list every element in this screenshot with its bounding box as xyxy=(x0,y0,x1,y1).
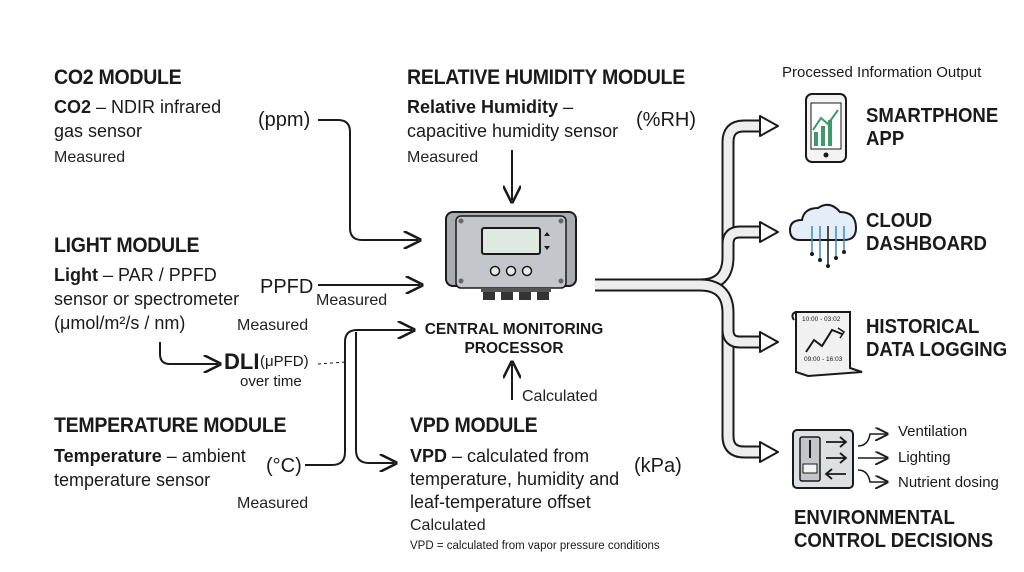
processor-device-icon xyxy=(445,211,577,300)
dli-unit: (μPFD) xyxy=(260,353,309,370)
co2-description: CO2 – NDIR infrared xyxy=(54,95,221,119)
rh-unit: (%RH) xyxy=(636,109,696,131)
vpd-module-title: VPD MODULE xyxy=(410,414,538,437)
light-arrow-label: Measured xyxy=(316,292,388,309)
smartphone-line-2: APP xyxy=(866,128,905,150)
light-status: Measured xyxy=(237,317,309,334)
co2-connector xyxy=(318,119,418,240)
smartphone-icon xyxy=(805,93,847,163)
co2-desc-2: gas sensor xyxy=(54,121,143,141)
light-desc-2: sensor or spectrometer xyxy=(54,289,240,309)
dli-name: DLI xyxy=(224,349,260,374)
action-lighting: Lighting xyxy=(898,449,951,466)
rh-name: Relative Humidity xyxy=(407,97,559,117)
vpd-desc-3: leaf-temperature offset xyxy=(410,492,591,512)
vpd-footnote: VPD = calculated from vapor pressure con… xyxy=(410,540,660,552)
light-name: Light xyxy=(54,265,98,285)
vpd-desc-1: – calculated from xyxy=(452,446,590,466)
vpd-name: VPD xyxy=(410,446,448,466)
control-label: ENVIRONMENTAL CONTROL DECISIONS xyxy=(794,507,993,553)
rh-status: Measured xyxy=(407,149,479,166)
light-module-title: LIGHT MODULE xyxy=(54,234,200,257)
rh-description: Relative Humidity – xyxy=(407,95,573,119)
temp-connector xyxy=(305,330,412,466)
control-line-2: CONTROL DECISIONS xyxy=(794,530,994,552)
temp-desc-2: temperature sensor xyxy=(54,470,211,490)
rh-module-title: RELATIVE HUMIDITY MODULE xyxy=(407,66,685,89)
processor-line-2: PROCESSOR xyxy=(464,340,564,357)
pipe-arrowheads xyxy=(759,115,779,463)
processor-label: CENTRAL MONITORING PROCESSOR xyxy=(416,320,612,358)
history-line-2: DATA LOGGING xyxy=(866,339,1008,361)
dli-note: over time xyxy=(240,373,302,390)
light-description: Light – PAR / PPFD xyxy=(54,263,217,287)
history-time-1: 10:00 - 03:02 xyxy=(802,316,841,323)
smartphone-line-1: SMARTPHONE xyxy=(866,105,999,127)
light-unit: PPFD xyxy=(260,276,314,298)
temp-desc-1: – ambient xyxy=(166,446,246,466)
control-line-1: ENVIRONMENTAL xyxy=(794,507,955,529)
rh-desc-1: – xyxy=(563,97,574,117)
temp-vpd-connector xyxy=(355,332,394,463)
vpd-desc-2: temperature, humidity and xyxy=(410,469,620,489)
temp-unit: (°C) xyxy=(266,455,302,477)
dli-dash xyxy=(317,361,346,365)
action-ventilation: Ventilation xyxy=(898,423,968,440)
co2-module-title: CO2 MODULE xyxy=(54,66,182,89)
ventilation-arrow xyxy=(857,434,886,447)
smartphone-label: SMARTPHONE APP xyxy=(866,105,998,151)
scroll-chart-icon xyxy=(791,311,863,378)
outputs-header: Processed Information Output xyxy=(782,64,982,81)
processor-line-1: CENTRAL MONITORING xyxy=(424,321,604,338)
vpd-unit: (kPa) xyxy=(634,455,682,477)
history-label: HISTORICAL DATA LOGGING xyxy=(866,316,1007,362)
vpd-status: Calculated xyxy=(410,517,486,534)
temp-module-title: TEMPERATURE MODULE xyxy=(54,414,287,437)
history-time-2: 09:00 - 16:03 xyxy=(804,356,843,363)
cloud-line-2: DASHBOARD xyxy=(866,233,987,255)
co2-name: CO2 xyxy=(54,97,92,117)
action-nutrient-dosing: Nutrient dosing xyxy=(898,474,999,491)
co2-unit: (ppm) xyxy=(258,109,311,131)
vpd-description: VPD – calculated from xyxy=(410,444,589,468)
temp-description: Temperature – ambient xyxy=(54,444,246,468)
cloud-icon xyxy=(788,203,858,268)
light-desc-3: (μmol/m²/s / nm) xyxy=(54,313,186,333)
cloud-line-1: CLOUD xyxy=(866,210,933,232)
control-panel-icon xyxy=(792,429,854,489)
rh-desc-2: capacitive humidity sensor xyxy=(407,121,619,141)
light-desc-1: – PAR / PPFD xyxy=(103,265,217,285)
history-line-1: HISTORICAL xyxy=(866,316,980,338)
temp-name: Temperature xyxy=(54,446,162,466)
co2-desc-1: – NDIR infrared xyxy=(96,97,222,117)
co2-status: Measured xyxy=(54,149,126,166)
temp-status: Measured xyxy=(237,495,309,512)
vpd-arrow-label: Calculated xyxy=(522,388,598,405)
output-pipe xyxy=(595,119,762,459)
cloud-label: CLOUD DASHBOARD xyxy=(866,210,987,256)
nutrient-arrow xyxy=(857,469,886,482)
dli-connector xyxy=(159,342,218,364)
